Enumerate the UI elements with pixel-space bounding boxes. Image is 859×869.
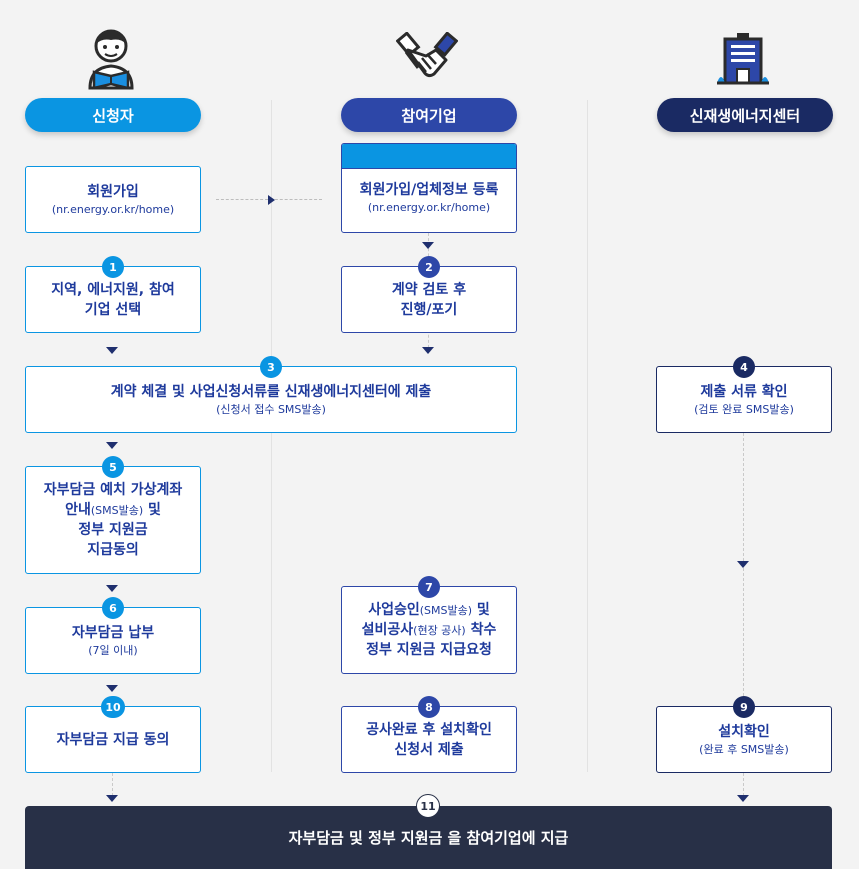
step-line: 신청서 제출 — [394, 741, 464, 758]
arrow-down — [106, 347, 118, 354]
step-1: 지역, 에너지원, 참여 기업 선택 — [25, 266, 201, 333]
step-title: 계약 체결 및 사업신청서류를 신재생에너지센터에 제출 — [110, 383, 432, 400]
step-7: 사업승인(SMS발송) 및 설비공사(현장 공사) 착수 정부 지원금 지급요청 — [341, 586, 517, 674]
arrow-down — [106, 442, 118, 449]
arrow-down — [106, 585, 118, 592]
step-title: 자부담금 지급 동의 — [56, 731, 170, 748]
arrow-down — [106, 795, 118, 802]
connector-applicant — [112, 773, 113, 801]
step-line: 지역, 에너지원, 참여 — [51, 281, 175, 298]
step-badge-10: 10 — [101, 696, 125, 718]
step-badge-6: 6 — [102, 597, 124, 619]
step-text: 안내 — [65, 502, 91, 518]
step-title: 설치확인 — [718, 723, 770, 740]
step-badge-3: 3 — [260, 356, 282, 378]
handshake-icon — [395, 31, 459, 88]
arrow-down — [422, 242, 434, 249]
step-5: 자부담금 예치 가상계좌 안내(SMS발송) 및 정부 지원금 지급동의 — [25, 466, 201, 574]
step-title: 제출 서류 확인 — [700, 383, 788, 400]
step-title: 자부담금 및 정부 지원금 을 참여기업에 지급 — [288, 828, 569, 847]
step-badge-11: 11 — [416, 794, 440, 818]
step-badge-7: 7 — [418, 576, 440, 598]
step-line: 계약 검토 후 — [391, 281, 467, 298]
signup-header-bar — [342, 144, 516, 169]
step-text: 및 — [143, 502, 161, 518]
step-line: 지급동의 — [87, 542, 139, 558]
arrow-down — [422, 347, 434, 354]
step-sub: (신청서 접수 SMS발송) — [216, 402, 326, 416]
step-line: 정부 지원금 — [78, 522, 148, 538]
step-line-group: 사업승인(SMS발송) 및 — [368, 600, 490, 620]
step-sub: (완료 후 SMS발송) — [699, 742, 789, 756]
step-line-group: 안내(SMS발송) 및 — [65, 500, 161, 520]
step-text-small: (SMS발송) — [90, 504, 144, 517]
step-badge-4: 4 — [733, 356, 755, 378]
column-header-company: 참여기업 — [341, 98, 517, 132]
arrow-signup — [268, 195, 275, 205]
arrow-down — [737, 795, 749, 802]
arrow-down — [106, 685, 118, 692]
column-header-center: 신재생에너지센터 — [657, 98, 833, 132]
person-reading-icon — [86, 26, 136, 90]
step-badge-5: 5 — [102, 456, 124, 478]
step-text-small: (현장 공사) — [413, 624, 466, 637]
step-badge-2: 2 — [418, 256, 440, 278]
column-divider-left — [271, 100, 272, 772]
step-line: 진행/포기 — [400, 301, 458, 318]
step-badge-8: 8 — [418, 696, 440, 718]
step-signup-company: 회원가입/업체정보 등록 (nr.energy.or.kr/home) — [341, 143, 517, 233]
step-sub: (검토 완료 SMS발송) — [694, 402, 794, 416]
step-sub: (7일 이내) — [88, 643, 138, 657]
step-text: 사업승인 — [368, 602, 420, 618]
step-line: 정부 지원금 지급요청 — [366, 642, 492, 658]
step-text: 착수 — [465, 622, 497, 638]
step-text: 설비공사 — [361, 622, 414, 638]
step-title: 자부담금 납부 — [71, 624, 155, 641]
step-sub: (nr.energy.or.kr/home) — [51, 202, 175, 216]
column-divider-right — [587, 100, 588, 772]
step-title: 회원가입/업체정보 등록 — [359, 182, 499, 198]
step-sub: (nr.energy.or.kr/home) — [367, 201, 491, 214]
step-signup-applicant: 회원가입 (nr.energy.or.kr/home) — [25, 166, 201, 233]
step-line: 기업 선택 — [84, 301, 142, 318]
column-header-applicant: 신청자 — [25, 98, 201, 132]
step-title: 회원가입 — [87, 183, 139, 200]
connector-center — [743, 433, 744, 801]
step-line: 공사완료 후 설치확인 — [366, 721, 492, 738]
step-text: 및 — [472, 602, 490, 618]
arrow-down — [737, 561, 749, 568]
step-badge-9: 9 — [733, 696, 755, 718]
step-text-small: (SMS발송) — [419, 604, 473, 617]
step-line: 자부담금 예치 가상계좌 — [43, 482, 183, 498]
step-badge-1: 1 — [102, 256, 124, 278]
building-icon — [717, 33, 769, 85]
step-line-group: 설비공사(현장 공사) 착수 — [362, 620, 497, 640]
